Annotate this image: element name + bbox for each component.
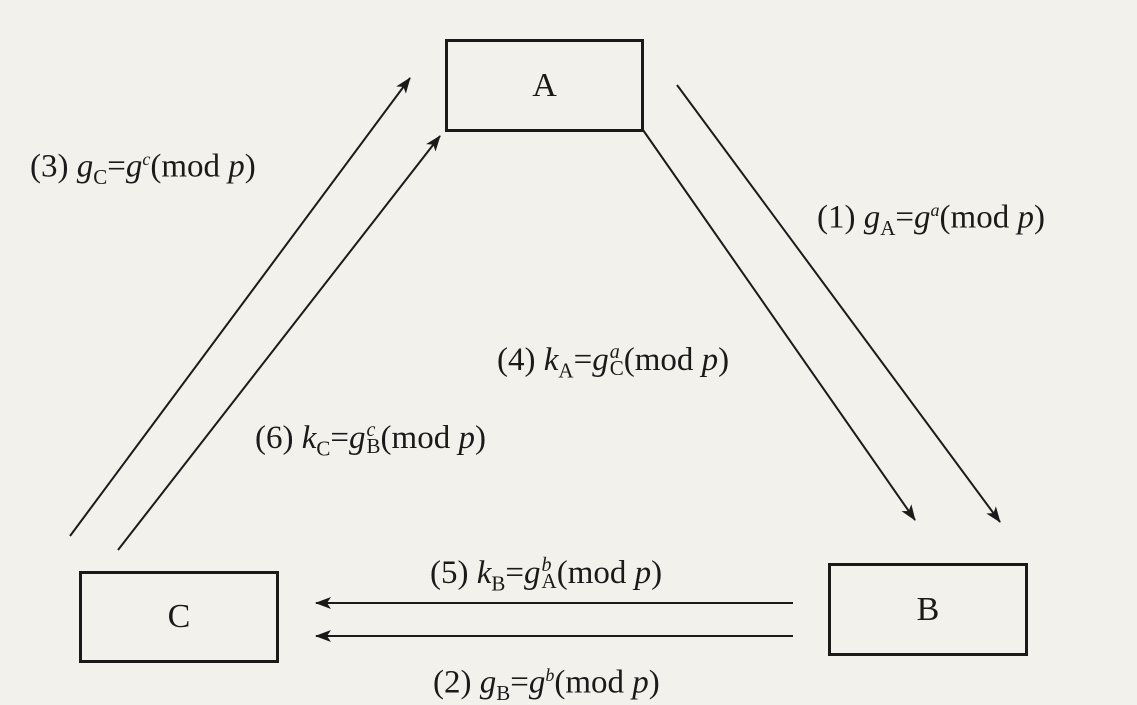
step-4-number: (4)	[497, 342, 536, 379]
node-b: B	[828, 563, 1028, 656]
step-6-lhs-sub: C	[316, 436, 331, 461]
step-6-p: p	[458, 420, 475, 457]
step-3-p: p	[228, 148, 245, 185]
step-1-mod: (mod	[939, 199, 1018, 236]
step-6-lhs: k	[301, 420, 317, 457]
arrow-c-to-a-6	[117, 135, 441, 551]
step-2-close: )	[648, 664, 660, 701]
node-a-label: A	[532, 66, 557, 104]
step-5-p: p	[634, 555, 652, 592]
step-4-mod: (mod	[623, 342, 702, 379]
step-3-mod: (mod	[150, 148, 229, 185]
step-6-mod: (mod	[380, 420, 459, 457]
step-3-exp: c	[142, 149, 151, 169]
step-3-base: g	[125, 148, 143, 185]
step-3-lhs: g	[76, 148, 94, 185]
step-5-lhs-sub: B	[491, 571, 506, 596]
step-3-label: (3) gC=gc(mod p)	[30, 148, 256, 190]
step-2-p: p	[632, 664, 649, 701]
step-3-number: (3)	[30, 148, 69, 185]
node-a: A	[445, 39, 644, 132]
step-2-lhs: g	[479, 664, 497, 701]
step-4-base: g	[592, 342, 609, 379]
node-b-label: B	[916, 590, 940, 628]
step-2-exp: b	[545, 665, 555, 685]
step-2-mod: (mod	[554, 664, 633, 701]
step-5-exp: b	[541, 554, 552, 576]
step-2-lhs-sub: B	[496, 681, 511, 705]
step-2-label: (2) gB=gb(mod p)	[433, 664, 660, 705]
step-1-number: (1)	[817, 199, 856, 236]
arrow-a-to-b-4	[642, 129, 916, 521]
step-6-number: (6)	[255, 420, 294, 457]
step-4-p: p	[701, 342, 719, 379]
step-1-label: (1) gA=ga(mod p)	[817, 199, 1045, 241]
step-2-number: (2)	[433, 664, 472, 701]
step-4-close: )	[718, 342, 730, 379]
step-1-exp: a	[930, 200, 940, 220]
step-1-close: )	[1033, 199, 1045, 236]
step-1-p: p	[1017, 199, 1034, 236]
arrow-c-to-a-3	[69, 77, 411, 537]
step-6-base-sub: B	[366, 434, 381, 458]
step-4-exp: a	[609, 341, 620, 363]
step-3-close: )	[244, 148, 256, 185]
step-5-close: )	[651, 555, 663, 592]
step-4-lhs: k	[543, 342, 559, 379]
arrow-a-to-b-1	[676, 84, 1001, 523]
step-1-base: g	[914, 199, 931, 236]
step-6-base: g	[349, 420, 366, 457]
node-c-label: C	[167, 598, 191, 635]
step-4-base-sub: C	[609, 356, 624, 380]
step-5-lhs: k	[476, 555, 492, 592]
step-5-number: (5)	[430, 555, 469, 592]
step-2-base: g	[528, 664, 546, 701]
step-6-close: )	[474, 420, 486, 457]
node-c: C	[79, 571, 279, 663]
step-5-base: g	[524, 555, 541, 592]
step-5-mod: (mod	[556, 555, 635, 592]
step-5-base-sub: A	[541, 569, 557, 593]
step-6-exp: c	[366, 419, 376, 441]
step-1-lhs: g	[863, 199, 881, 236]
step-4-lhs-sub: A	[558, 358, 574, 383]
step-3-lhs-sub: C	[93, 165, 108, 190]
step-1-lhs-sub: A	[880, 216, 896, 241]
